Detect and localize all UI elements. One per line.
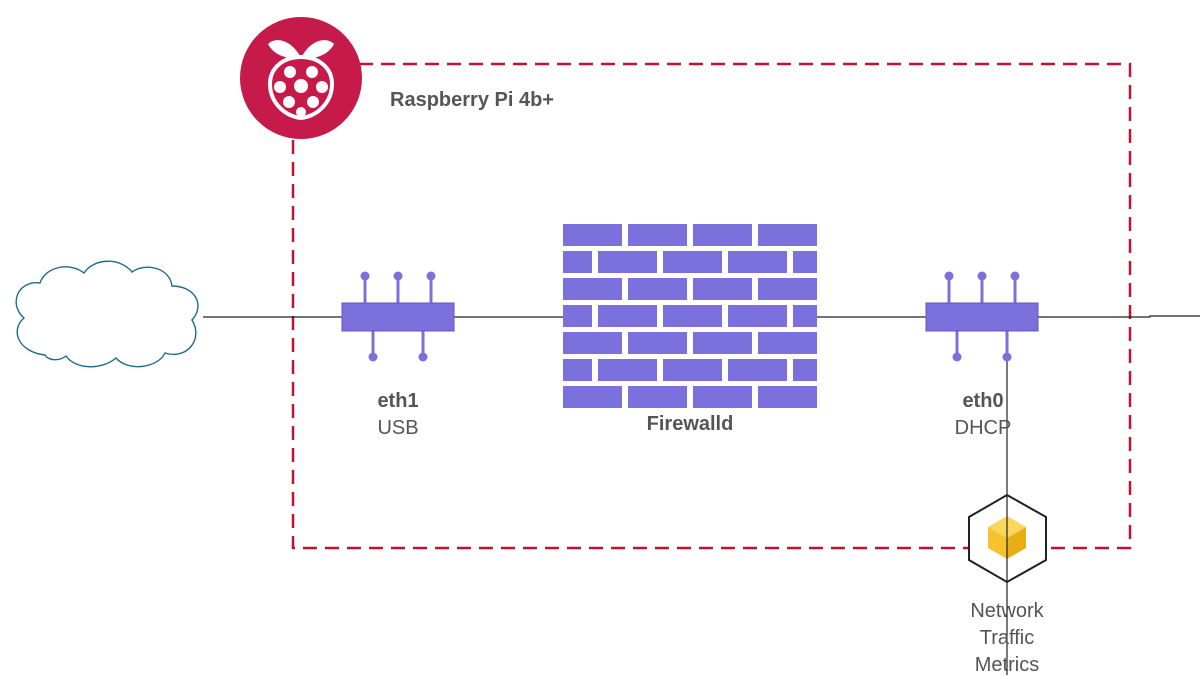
metrics-label: Network Traffic Metrics	[936, 598, 1078, 679]
firewall-label: Firewalld	[646, 413, 734, 435]
eth0-label: eth0	[962, 390, 1004, 412]
raspberry-pi-boundary	[291, 62, 1132, 550]
eth1-label: eth1	[377, 390, 419, 412]
eth0-subtitle: DHCP	[954, 417, 1012, 439]
metrics-label-line-1: Network	[970, 600, 1044, 622]
cloud-icon	[15, 260, 199, 368]
raspberry-pi-logo	[240, 17, 362, 139]
eth0-interface-icon	[925, 271, 1039, 362]
eth1-interface-icon	[341, 271, 455, 362]
link-eth0-outside	[1037, 315, 1200, 318]
metrics-label-line-2: Traffic	[979, 627, 1035, 649]
device-title: Raspberry Pi 4b+	[390, 89, 554, 111]
brick-wall-icon	[563, 224, 817, 408]
metrics-label-line-3: Metrics	[974, 654, 1040, 676]
eth1-subtitle: USB	[377, 417, 419, 439]
